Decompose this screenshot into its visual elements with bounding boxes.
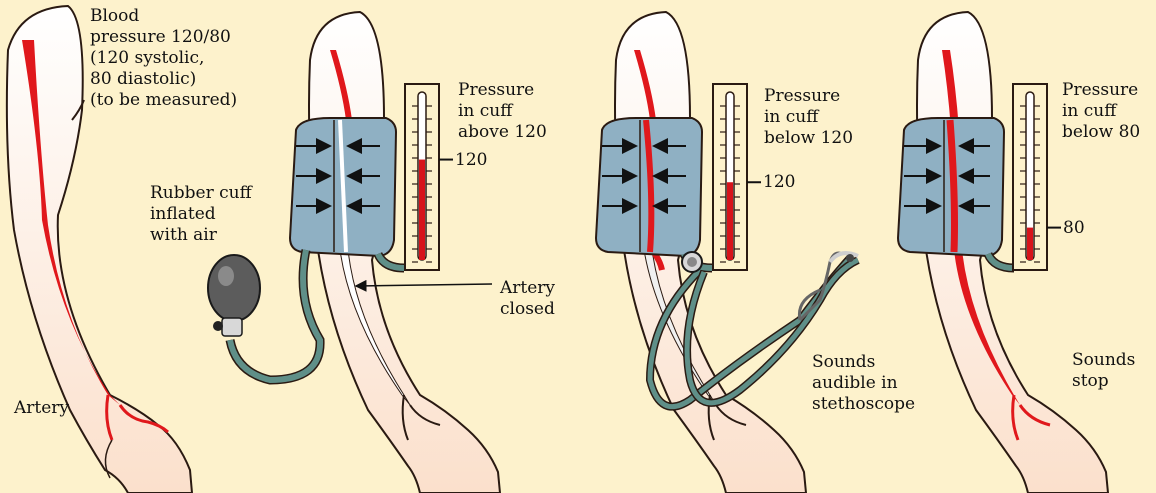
gauge-reading-label: 80: [1063, 218, 1085, 238]
artery-label: Artery: [14, 398, 69, 419]
mercury-column: [419, 160, 425, 260]
pressure-below-80-label: Pressure in cuff below 80: [1062, 80, 1140, 143]
gauge-reading-label: 120: [763, 172, 795, 192]
pressure-gauge-icon: [713, 84, 761, 270]
pressure-above-120-label: Pressure in cuff above 120: [458, 80, 547, 143]
rubber-bulb-icon: [208, 255, 260, 336]
sounds-audible-label: Sounds audible in stethoscope: [812, 352, 915, 415]
mercury-column: [1027, 228, 1033, 260]
rubber-cuff-label: Rubber cuff inflated with air: [150, 183, 252, 246]
sounds-stop-label: Sounds stop: [1072, 350, 1135, 392]
blood-pressure-label: Blood pressure 120/80 (120 systolic, 80 …: [90, 6, 237, 111]
artery-closed-label: Artery closed: [500, 278, 555, 320]
pressure-below-120-label: Pressure in cuff below 120: [764, 86, 853, 149]
arm-2: [208, 12, 500, 493]
gauge-reading-label: 120: [455, 150, 487, 170]
pressure-gauge-icon: [405, 84, 453, 270]
pressure-gauge-icon: [1013, 84, 1061, 270]
mercury-column: [727, 182, 733, 260]
